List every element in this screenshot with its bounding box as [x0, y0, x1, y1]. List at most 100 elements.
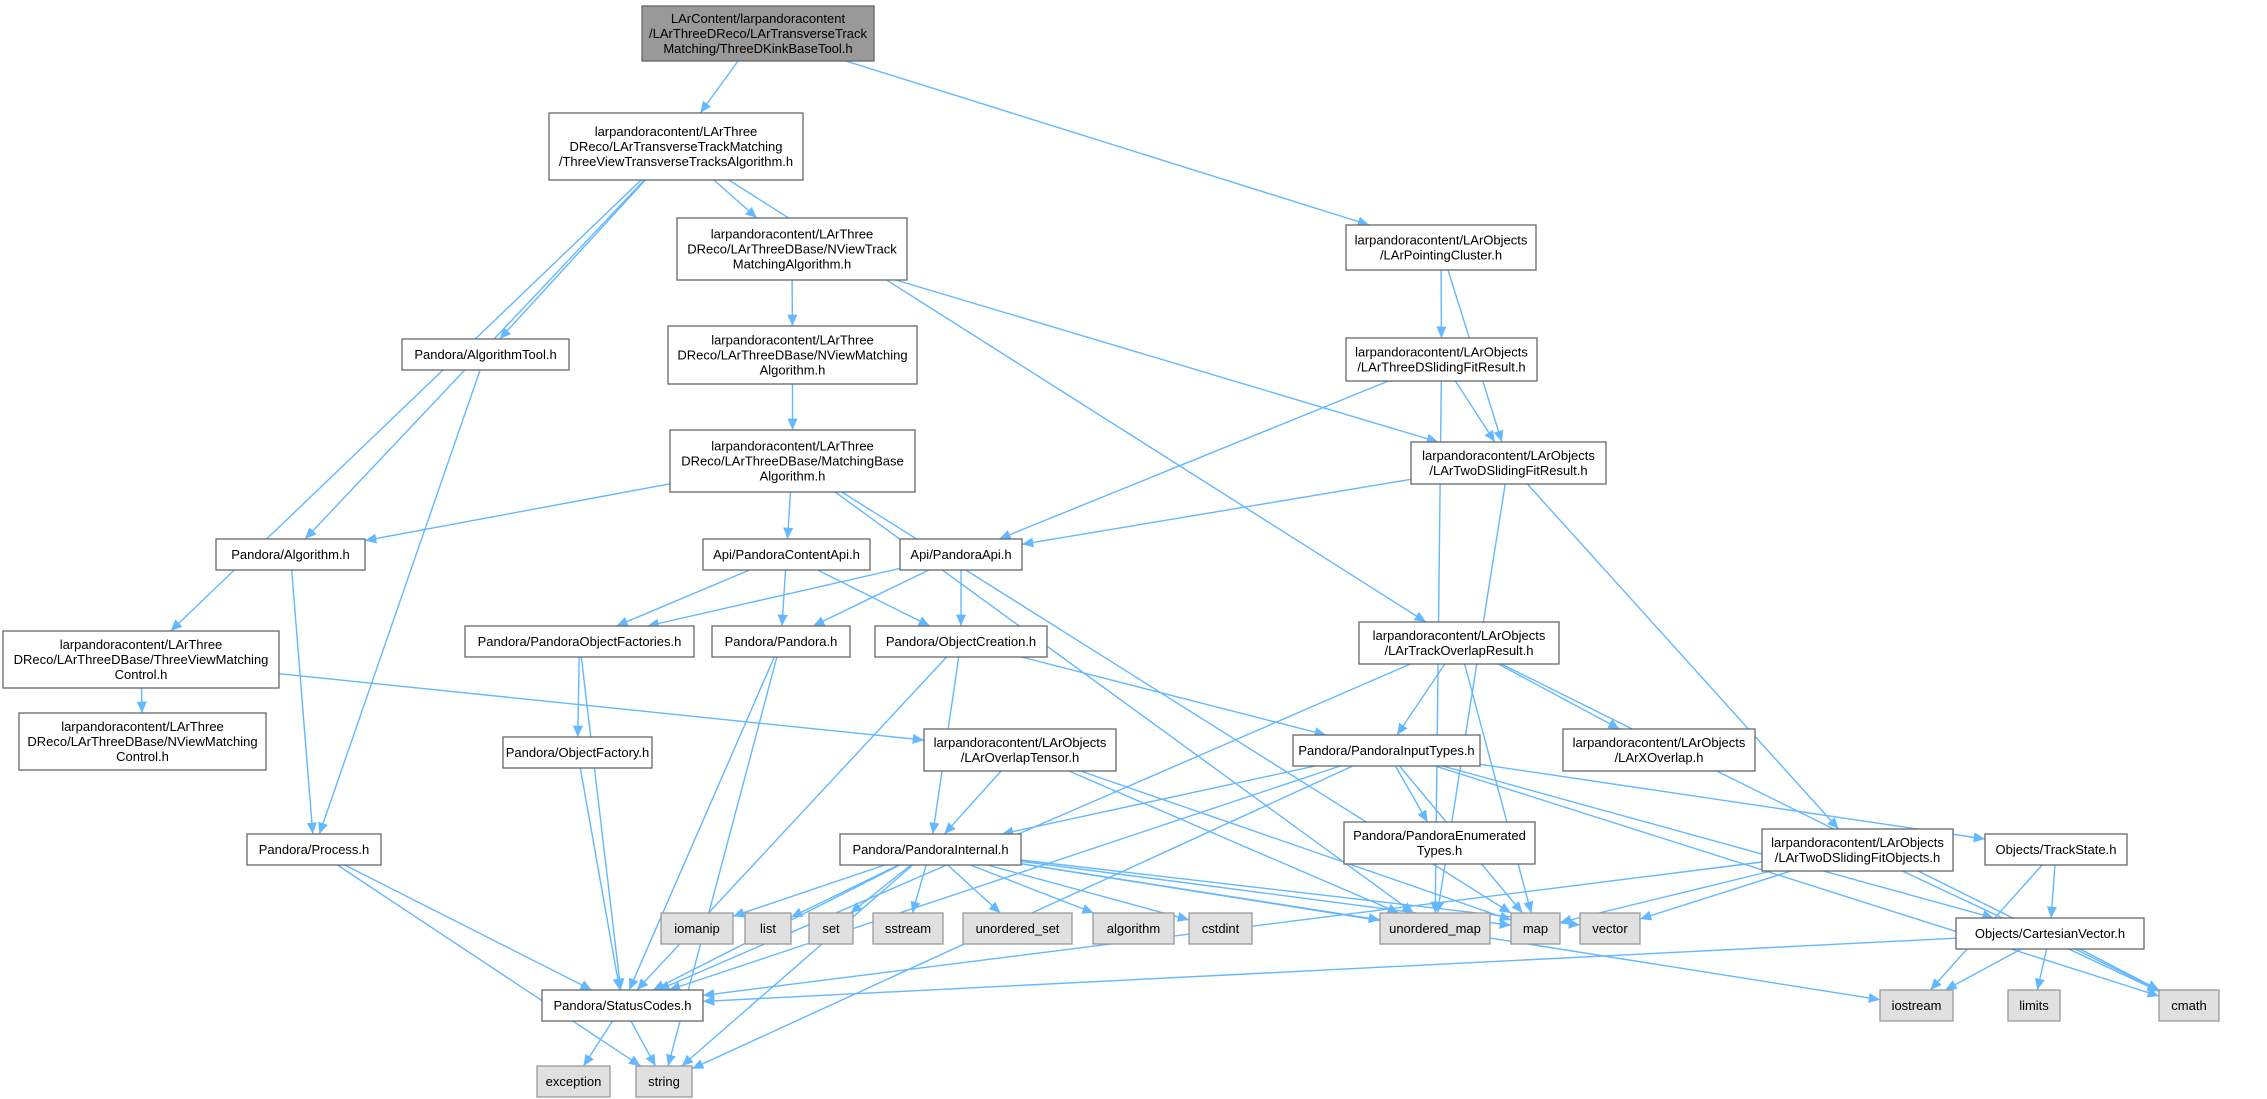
node-box-objfactories[interactable]	[464, 625, 695, 658]
node-box-trackoverlap[interactable]	[1358, 621, 1560, 665]
node-iomanip[interactable]: iomanip	[660, 912, 734, 945]
node-box-iostream[interactable]	[1879, 989, 1954, 1022]
node-algorithm_std[interactable]: algorithm	[1092, 912, 1175, 945]
node-box-trackstate[interactable]	[1984, 833, 2128, 866]
node-exception[interactable]: exception	[536, 1065, 611, 1098]
node-box-nvma[interactable]	[667, 325, 918, 385]
node-box-pointing[interactable]	[1345, 224, 1537, 271]
node-set[interactable]: set	[808, 912, 854, 945]
node-box-cmath[interactable]	[2158, 989, 2220, 1022]
node-objfactory[interactable]: Pandora/ObjectFactory.h	[502, 736, 653, 769]
node-box-mba[interactable]	[669, 429, 916, 493]
node-box-set[interactable]	[808, 912, 854, 945]
node-contentapi[interactable]: Api/PandoraContentApi.h	[702, 538, 871, 571]
node-box-nvmc[interactable]	[18, 712, 267, 771]
node-xoverlap[interactable]: larpandoracontent/LArObjects/LArXOverlap…	[1562, 728, 1756, 772]
node-iostream[interactable]: iostream	[1879, 989, 1954, 1022]
node-map[interactable]: map	[1510, 912, 1561, 945]
node-overlaptensor[interactable]: larpandoracontent/LArObjects/LArOverlapT…	[923, 728, 1117, 772]
edge-statuscodes-to-string	[630, 1020, 657, 1067]
node-objcreation[interactable]: Pandora/ObjectCreation.h	[874, 625, 1048, 658]
node-box-algtool[interactable]	[401, 338, 570, 371]
node-label-objcreation: Pandora/ObjectCreation.h	[886, 634, 1036, 649]
node-algtool[interactable]: Pandora/AlgorithmTool.h	[401, 338, 570, 371]
node-threedsliding[interactable]: larpandoracontent/LArObjects/LArThreeDSl…	[1345, 337, 1538, 382]
node-pandoraapi[interactable]: Api/PandoraApi.h	[899, 538, 1023, 571]
node-box-vector[interactable]	[1579, 912, 1641, 945]
node-box-map[interactable]	[1510, 912, 1561, 945]
node-trackstate[interactable]: Objects/TrackState.h	[1984, 833, 2128, 866]
node-box-sstream[interactable]	[872, 912, 944, 945]
node-box-cstdint[interactable]	[1188, 912, 1253, 945]
node-box-tvmc[interactable]	[2, 630, 280, 689]
node-box-internal[interactable]	[839, 833, 1022, 866]
node-box-twodsliding[interactable]	[1410, 441, 1607, 485]
node-box-exception[interactable]	[536, 1065, 611, 1098]
node-box-string[interactable]	[635, 1065, 693, 1098]
node-list[interactable]: list	[744, 912, 792, 945]
node-nvma[interactable]: larpandoracontent/LArThreeDReco/LArThree…	[667, 325, 918, 385]
node-box-process[interactable]	[246, 833, 382, 866]
node-box-twodfitobjects[interactable]	[1761, 828, 1954, 872]
node-mba[interactable]: larpandoracontent/LArThreeDReco/LArThree…	[669, 429, 916, 493]
node-box-nvtma[interactable]	[676, 217, 908, 281]
node-cartesian[interactable]: Objects/CartesianVector.h	[1955, 917, 2145, 950]
node-box-algorithm[interactable]	[215, 538, 366, 571]
node-box-objcreation[interactable]	[874, 625, 1048, 658]
node-twodsliding[interactable]: larpandoracontent/LArObjects/LArTwoDSlid…	[1410, 441, 1607, 485]
edge-nvtma-to-twodsliding	[895, 279, 1439, 444]
node-box-algorithm_std[interactable]	[1092, 912, 1175, 945]
node-box-xoverlap[interactable]	[1562, 728, 1756, 772]
node-unordered_set[interactable]: unordered_set	[962, 912, 1073, 945]
node-sstream[interactable]: sstream	[872, 912, 944, 945]
node-tvmc[interactable]: larpandoracontent/LArThreeDReco/LArThree…	[2, 630, 280, 689]
node-statuscodes[interactable]: Pandora/StatusCodes.h	[541, 989, 704, 1022]
node-internal[interactable]: Pandora/PandoraInternal.h	[839, 833, 1022, 866]
node-label-list: list	[760, 921, 776, 936]
node-process[interactable]: Pandora/Process.h	[246, 833, 382, 866]
node-inputtypes[interactable]: Pandora/PandoraInputTypes.h	[1292, 734, 1481, 767]
node-tvtta[interactable]: larpandoracontent/LArThreeDReco/LArTrans…	[548, 112, 804, 181]
node-objfactories[interactable]: Pandora/PandoraObjectFactories.h	[464, 625, 695, 658]
node-box-unordered_map[interactable]	[1379, 912, 1491, 945]
node-box-cartesian[interactable]	[1955, 917, 2145, 950]
node-label-threedsliding: /LArThreeDSlidingFitResult.h	[1357, 360, 1525, 375]
edge-pandoraapi-to-objfactories	[647, 567, 901, 629]
node-label-nvmc: DReco/LArThreeDBase/NViewMatching	[27, 734, 257, 749]
node-label-trackoverlap: /LArTrackOverlapResult.h	[1384, 643, 1533, 658]
node-box-overlaptensor[interactable]	[923, 728, 1117, 772]
node-string[interactable]: string	[635, 1065, 693, 1098]
node-box-unordered_set[interactable]	[962, 912, 1073, 945]
node-box-limits[interactable]	[2007, 989, 2061, 1022]
node-box-iomanip[interactable]	[660, 912, 734, 945]
node-nvmc[interactable]: larpandoracontent/LArThreeDReco/LArThree…	[18, 712, 267, 771]
node-box-tvtta[interactable]	[548, 112, 804, 181]
node-trackoverlap[interactable]: larpandoracontent/LArObjects/LArTrackOve…	[1358, 621, 1560, 665]
node-vector[interactable]: vector	[1579, 912, 1641, 945]
node-box-objfactory[interactable]	[502, 736, 653, 769]
node-box-contentapi[interactable]	[702, 538, 871, 571]
node-nvtma[interactable]: larpandoracontent/LArThreeDReco/LArThree…	[676, 217, 908, 281]
node-algorithm[interactable]: Pandora/Algorithm.h	[215, 538, 366, 571]
edge-contentapi-to-pandora	[777, 569, 788, 627]
node-unordered_map[interactable]: unordered_map	[1379, 912, 1491, 945]
node-box-list[interactable]	[744, 912, 792, 945]
node-box-pandora[interactable]	[711, 625, 851, 658]
node-cstdint[interactable]: cstdint	[1188, 912, 1253, 945]
node-pandora[interactable]: Pandora/Pandora.h	[711, 625, 851, 658]
node-label-enumtypes: Pandora/PandoraEnumerated	[1353, 828, 1526, 843]
node-pointing[interactable]: larpandoracontent/LArObjects/LArPointing…	[1345, 224, 1537, 271]
node-label-cmath: cmath	[2171, 998, 2206, 1013]
node-limits[interactable]: limits	[2007, 989, 2061, 1022]
node-box-statuscodes[interactable]	[541, 989, 704, 1022]
node-root[interactable]: LArContent/larpandoracontent/LArThreeDRe…	[641, 5, 875, 62]
node-box-threedsliding[interactable]	[1345, 337, 1538, 382]
node-box-root[interactable]	[641, 5, 875, 62]
edge-root-to-tvtta	[699, 60, 739, 114]
node-box-inputtypes[interactable]	[1292, 734, 1481, 767]
node-twodfitobjects[interactable]: larpandoracontent/LArObjects/LArTwoDSlid…	[1761, 828, 1954, 872]
node-box-enumtypes[interactable]	[1343, 821, 1536, 865]
node-cmath[interactable]: cmath	[2158, 989, 2220, 1022]
node-box-pandoraapi[interactable]	[899, 538, 1023, 571]
